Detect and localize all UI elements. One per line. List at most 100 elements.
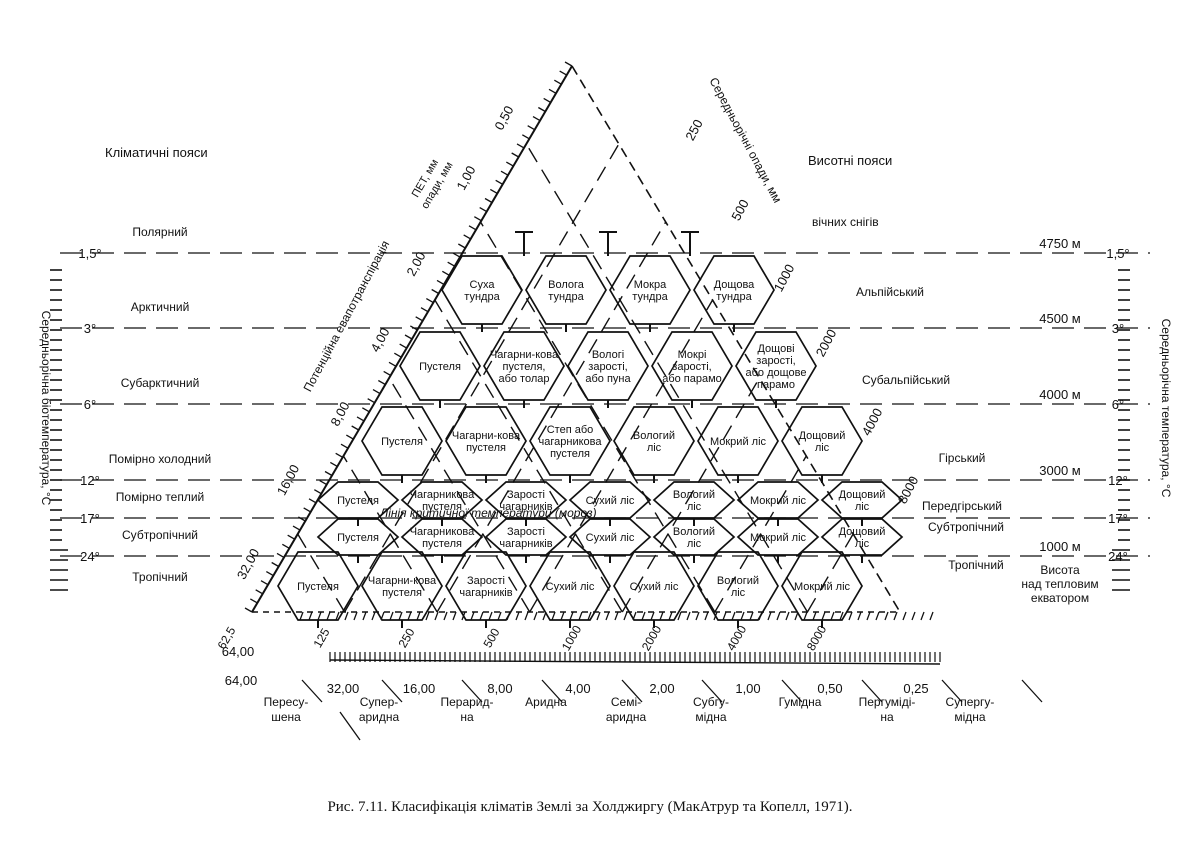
grid-diag-right xyxy=(436,221,667,613)
province-divider xyxy=(301,679,323,703)
bottom-edge-hatch xyxy=(884,611,889,621)
altitude-zone-label: Передгірський xyxy=(922,499,1002,513)
left-header: Кліматичні пояси xyxy=(105,145,208,160)
altitude-label: 1000 м xyxy=(1039,539,1081,554)
elevation-label-1: Висота xyxy=(1040,563,1080,577)
bottom-edge-hatch xyxy=(353,611,358,621)
left-edge-hatch xyxy=(372,389,381,395)
bottom-edge-hatch xyxy=(740,611,745,621)
life-zone-label: Мокрий ліс xyxy=(710,436,767,448)
bottom-edge-hatch xyxy=(326,611,331,621)
life-zone-hexagon xyxy=(529,551,611,621)
left-edge-hatch xyxy=(335,452,343,458)
bottom-edge-hatch xyxy=(596,611,601,621)
left-edge-hatch xyxy=(260,580,269,586)
province-divider xyxy=(941,679,963,703)
left-edge-hatch xyxy=(538,106,546,113)
bottom-precip-tick: 500 xyxy=(480,626,502,651)
life-zone-hexagon xyxy=(361,551,443,621)
bottom-edge-hatch xyxy=(920,611,925,621)
bottom-edge-hatch xyxy=(857,611,862,621)
bottom-edge-hatch xyxy=(533,611,538,621)
life-zone-label: Сухий ліс xyxy=(546,581,595,593)
left-edge-hatch xyxy=(447,261,455,267)
left-edge-hatch xyxy=(554,79,562,85)
right-axis-title: Середньорічна температура, °С xyxy=(1159,319,1173,498)
bottom-precip-tick: 1000 xyxy=(559,623,585,653)
life-zone-hexagon xyxy=(441,255,523,325)
left-edge-hatch xyxy=(442,270,450,276)
bottom-edge-hatch xyxy=(875,611,880,621)
bottom-edge-hatch xyxy=(650,611,655,621)
bottom-edge-hatch xyxy=(821,611,826,621)
bottom-edge-hatch xyxy=(389,611,394,621)
life-zone-label: Пустеля xyxy=(381,436,423,448)
life-zone-hexagon xyxy=(525,255,607,325)
bottom-edge-hatch xyxy=(731,611,736,621)
left-edge-hatch xyxy=(564,61,573,67)
bottom-edge-hatch xyxy=(578,611,583,621)
left-edge-hatch xyxy=(500,170,509,176)
bottom-edge-hatch xyxy=(641,611,646,621)
bottom-edge-hatch xyxy=(911,611,916,621)
bottom-edge-hatch xyxy=(551,611,556,621)
temp-left-label: 12° xyxy=(80,473,100,488)
bottom-ratio-tick: 32,00 xyxy=(327,681,360,696)
life-zone-hexagon xyxy=(316,481,400,519)
altitude-zone-label: Гірський xyxy=(939,451,986,465)
bottom-edge-hatch xyxy=(812,611,817,621)
bottom-edge-hatch xyxy=(722,611,727,621)
latitude-zone-label: Арктичний xyxy=(131,300,190,314)
left-edge-hatch xyxy=(452,252,461,258)
life-zone-hexagon xyxy=(567,331,649,401)
bottom-ratio-tick: 16,00 xyxy=(403,681,436,696)
bottom-edge-hatch xyxy=(695,611,700,621)
bottom-edge-hatch xyxy=(929,611,934,621)
bottom-edge-hatch xyxy=(299,611,304,621)
pet-ratio-tick: 0,50 xyxy=(491,103,516,132)
bottom-edge-hatch xyxy=(785,611,790,621)
life-zone-hexagon xyxy=(736,481,820,519)
pet-ratio-tick: 4,00 xyxy=(367,325,392,354)
bottom-edge-hatch xyxy=(416,611,421,621)
latitude-zone-label: Субтропічний xyxy=(122,528,198,542)
life-zone-hexagon xyxy=(781,551,863,621)
life-zone-hexagon xyxy=(445,551,527,621)
temp-right-label: 1,5° xyxy=(1106,246,1129,261)
temp-left-label: 3° xyxy=(84,321,96,336)
bottom-edge-hatch xyxy=(560,611,565,621)
humidity-province: Гумідна xyxy=(779,695,822,709)
life-zone-hexagon xyxy=(820,518,904,556)
altitude-label: 4000 м xyxy=(1039,387,1081,402)
bottom-ratio-tick-start: 64,00 xyxy=(225,673,258,688)
altitude-zone-label: Субальпійський xyxy=(862,373,950,387)
bottom-edge-hatch xyxy=(767,611,772,621)
bottom-edge-hatch xyxy=(398,611,403,621)
bottom-edge-hatch xyxy=(515,611,520,621)
axis-tick-labels: 0,501,002,004,008,0016,0032,0064,0025050… xyxy=(222,103,922,659)
left-edge-hatch xyxy=(330,461,338,467)
life-zone-hexagon xyxy=(781,406,863,476)
triangle-grid xyxy=(244,61,934,621)
life-zone-label: Сухий ліс xyxy=(586,532,635,544)
precip-tick: 4000 xyxy=(859,406,886,439)
figure-caption: Рис. 7.11. Класифікація кліматів Землі з… xyxy=(327,799,852,815)
left-axis-title: Середньорічна біотемпература, °С xyxy=(39,311,53,506)
left-edge-hatch xyxy=(314,489,322,495)
bottom-edge-hatch xyxy=(704,611,709,621)
right-header: Висотні пояси xyxy=(808,153,892,168)
left-edge-hatch xyxy=(431,288,439,295)
temp-right-label: 3° xyxy=(1112,321,1124,336)
grid-diag-left xyxy=(434,299,623,613)
life-zone-hexagon xyxy=(483,331,565,401)
